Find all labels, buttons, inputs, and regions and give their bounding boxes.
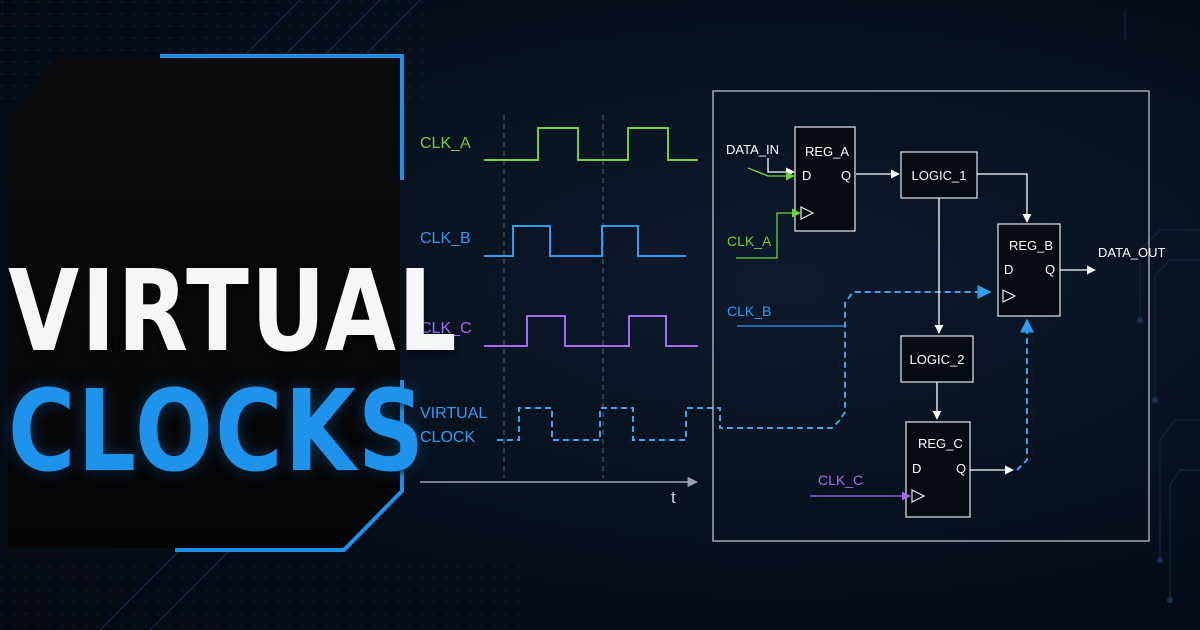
clk-a-label: CLK_A [420, 135, 471, 152]
clk-b-label: CLK_B [420, 230, 471, 247]
reg-b-name: REG_B [1009, 238, 1053, 253]
logic-1-to-reg-b-wire [977, 173, 1032, 223]
reg-a-d-pin: D [802, 168, 811, 183]
clk-c-waveform [484, 315, 698, 347]
circuit-boundary [712, 90, 1150, 542]
clk-a-input-wire [736, 208, 801, 259]
reg-b-block [997, 223, 1061, 317]
reg-c-name: REG_C [918, 436, 963, 451]
clk-c-input-label: CLK_C [818, 472, 863, 488]
reg-c-block [905, 421, 971, 518]
virtual-clock-label-line2: CLOCK [420, 429, 475, 446]
clk-b-waveform [484, 225, 686, 257]
reg-a-name: REG_A [805, 144, 849, 159]
logic-1-label: LOGIC_1 [912, 168, 967, 183]
reg-b-d-pin: D [1004, 262, 1013, 277]
reg-a-clock-pin-icon [800, 206, 815, 220]
circuit-diagram: REG_A D Q LOGIC_1 LOGIC_2 REG_B D Q REG_… [712, 90, 1165, 542]
reg-a-q-pin: Q [841, 168, 851, 183]
reg-a-block [794, 126, 856, 232]
logic-2-label: LOGIC_2 [910, 352, 965, 367]
clk-b-input-label: CLK_B [727, 303, 771, 319]
data-in-wire [767, 158, 795, 177]
data-out-label: DATA_OUT [1098, 245, 1165, 260]
reg-c-clock-pin-icon [911, 489, 926, 503]
time-axis-label: t [671, 488, 676, 507]
reg-c-to-reg-b-clock-dashed [1016, 318, 1034, 471]
clk-a-waveform [484, 127, 698, 161]
logic-1-block [900, 151, 978, 199]
clk-a-input-label: CLK_A [727, 233, 772, 249]
title-clocks: CLOCKS [8, 366, 427, 497]
data-in-label: DATA_IN [726, 142, 779, 157]
reg-b-clock-pin-icon [1002, 289, 1017, 303]
virtual-clock-waveform [497, 285, 992, 441]
virtual-clock-label-line1: VIRTUAL [420, 405, 487, 422]
clk-c-label: CLK_C [420, 320, 472, 337]
title-virtual: VIRTUAL [8, 246, 459, 377]
timing-waveforms: CLK_A CLK_B CLK_C VIRTUAL CLOCK t [420, 115, 992, 507]
reg-c-q-pin: Q [956, 461, 966, 476]
reg-b-q-pin: Q [1045, 262, 1055, 277]
data-in-green-wire [747, 167, 795, 181]
title-panel [8, 54, 404, 552]
reg-c-d-pin: D [912, 461, 921, 476]
title-block: VIRTUAL CLOCKS [8, 58, 459, 548]
